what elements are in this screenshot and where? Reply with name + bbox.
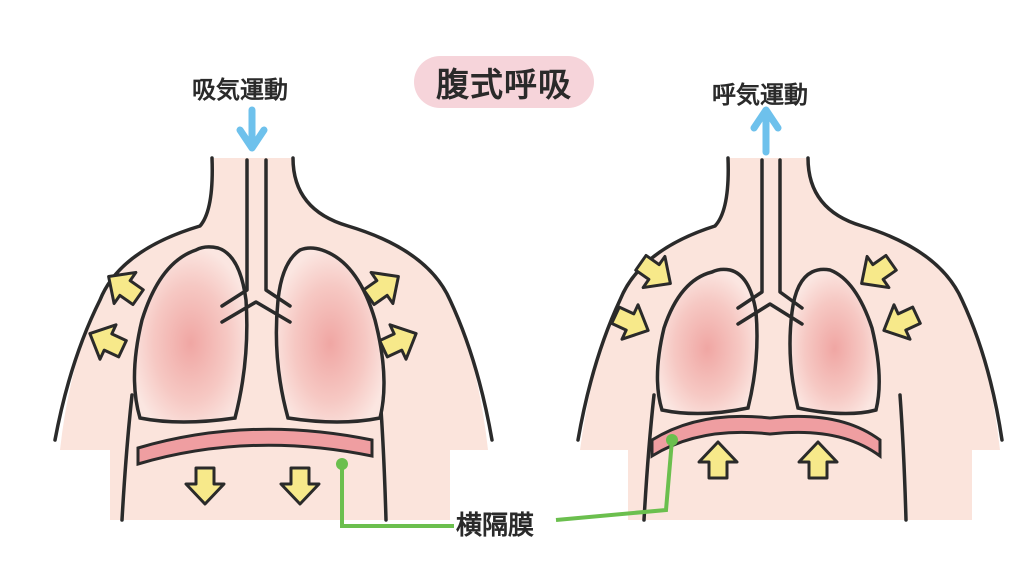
- diaphragm-label: 横隔膜: [456, 511, 535, 541]
- inhale-leader-line: [340, 464, 454, 528]
- exhale-trachea: [736, 158, 804, 326]
- exhale-diaphragm: [650, 414, 882, 459]
- inhale-torso: [60, 158, 488, 450]
- exhale-leader-dot: [666, 434, 678, 446]
- inhale-figure: [53, 106, 494, 528]
- inhale-diaphragm: [136, 427, 374, 467]
- inhale-trachea: [220, 158, 292, 324]
- exhale-figure: [555, 106, 1004, 522]
- air-in-arrow-icon: [236, 106, 268, 152]
- exhale-abdomen: [628, 440, 972, 520]
- inhale-leader-dot: [336, 458, 348, 470]
- inhale-right-lung: [274, 246, 386, 424]
- air-out-arrow-icon: [750, 106, 782, 156]
- inhale-label: 吸気運動: [192, 76, 288, 104]
- exhale-left-lung: [655, 267, 759, 416]
- exhale-right-lung: [788, 267, 881, 416]
- exhale-torso: [580, 158, 1000, 450]
- title-badge: 腹式呼吸: [414, 56, 594, 108]
- exhale-leader-line: [555, 439, 674, 522]
- exhale-label: 呼気運動: [712, 81, 808, 109]
- diagram-title: 腹式呼吸: [436, 65, 572, 104]
- inhale-left-lung: [132, 245, 249, 424]
